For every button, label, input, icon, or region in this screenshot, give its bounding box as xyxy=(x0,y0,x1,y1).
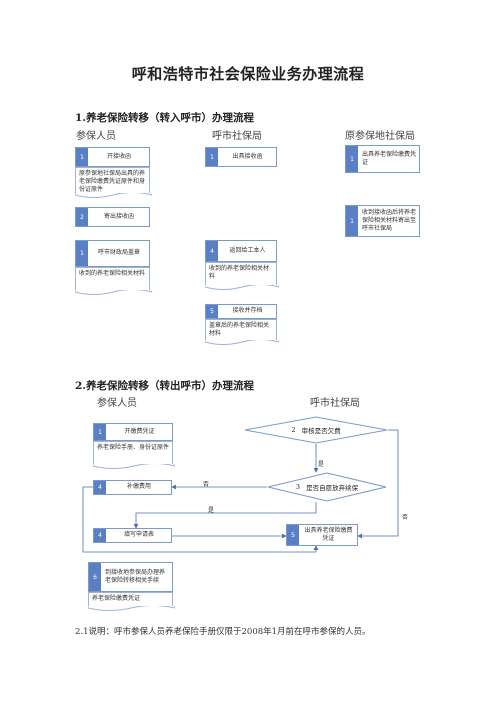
step-label: 寄出接收函 xyxy=(103,212,134,220)
s1-step-send-letter: 2 寄出接收函 xyxy=(75,207,150,227)
section2-heading: 2.养老保险转移（转出呼市）办理流程 xyxy=(75,380,254,392)
s1-step-origin-issue-cert: 1 出具养老保险缴费凭证 xyxy=(345,145,420,173)
s2-doc-payment-cert: 养老保险缴费凭证 xyxy=(88,592,175,611)
s2-step-issue-payment-cert: 1 开缴费凭证 xyxy=(93,423,173,441)
step-number: 1 xyxy=(206,148,218,166)
s2-edge-label-no: 否 xyxy=(203,481,210,488)
document-text: 原参保地社保局出具的养老保险缴费凭证原件和身份证原件 xyxy=(79,170,146,194)
doc-wave xyxy=(75,290,152,295)
decision-number: 3 xyxy=(295,483,301,491)
s2-step-fill-form: 4 填写申请表 xyxy=(93,528,172,543)
doc-wave xyxy=(93,464,175,469)
step-label: 呼市财政局盖章 xyxy=(97,249,140,257)
s2-doc-handbook-id: 养老保险手册、身份证原件 xyxy=(93,441,175,469)
s2-decision-give-up-shape xyxy=(267,472,387,502)
s2-step-pay-arrears: 4 补缴费用 xyxy=(93,480,172,495)
step-label: 收到接收函后将养老保险相关材料寄出至呼市社保局 xyxy=(362,208,417,233)
s1-doc-received-materials: 收到的养老保险相关材料 xyxy=(75,267,152,295)
s1-doc-stamped-materials: 盖章后的养老保险相关材料 xyxy=(205,319,279,345)
document-text: 养老保险手册、身份证原件 xyxy=(97,444,170,451)
step-label: 返回给工本人 xyxy=(229,246,266,254)
step-label: 出具养老保险缴费凭证 xyxy=(362,150,417,166)
s2-lane-insured: 参保人员 xyxy=(97,398,137,409)
page-title: 呼和浩特市社会保险业务办理流程 xyxy=(131,65,365,83)
s2-step-transfer-procedure: 6 到接收地参保局办理养老保险转移相关手续 xyxy=(88,562,173,592)
s1-step-archive: 5 接收并存档 xyxy=(205,304,277,319)
step-number: 4 xyxy=(94,481,106,494)
document-text: 养老保险缴费凭证 xyxy=(92,595,141,602)
decision-label: 审核是否欠费 xyxy=(301,427,341,435)
s1-lane-insured: 参保人员 xyxy=(76,131,116,142)
s1-lane-origin-bureau: 原参保地社保局 xyxy=(345,131,415,142)
s2-edge-label-yes: 是 xyxy=(208,507,215,514)
s2-edge-label-yes: 是 xyxy=(318,461,325,468)
step-number: 4 xyxy=(206,241,218,261)
s1-step-origin-send-materials: 1 收到接收函后将养老保险相关材料寄出至呼市社保局 xyxy=(345,205,420,237)
step-number: 1 xyxy=(76,148,88,166)
step-label: 出具接收函 xyxy=(232,152,263,160)
doc-wave xyxy=(75,193,152,198)
document-text: 收到的养老保险相关材料 xyxy=(209,265,270,281)
step-number: 4 xyxy=(94,529,106,542)
s2-decision-arrears: 2 审核是否欠费 xyxy=(244,416,388,444)
s1-doc-received-materials-city: 收到的养老保险相关材料 xyxy=(205,262,279,290)
step-number: 1 xyxy=(346,206,358,236)
section1-heading: 1.养老保险转移（转入呼市）办理流程 xyxy=(75,112,254,124)
doc-wave xyxy=(205,285,279,290)
step-number: 6 xyxy=(89,563,101,591)
step-label: 开接收函 xyxy=(106,152,131,160)
step-number: 5 xyxy=(206,305,218,318)
s2-lane-city-bureau: 呼市社保局 xyxy=(310,398,360,409)
s1-step-city-issue-letter: 1 出具接收函 xyxy=(205,147,277,167)
step-label: 开缴费凭证 xyxy=(124,427,155,435)
s2-decision-arrears-shape xyxy=(244,416,388,444)
step-label: 填写申请表 xyxy=(123,531,154,539)
decision-label: 是否自愿放弃续保 xyxy=(306,484,359,492)
step-label: 补缴费用 xyxy=(126,483,151,491)
doc-wave xyxy=(205,340,279,345)
step-number: 5 xyxy=(287,525,299,545)
step-label: 接收并存档 xyxy=(232,307,263,315)
s2-decision-give-up: 3 是否自愿放弃续保 xyxy=(267,472,387,502)
doc-wave xyxy=(88,606,175,611)
s2-edge-label-no: 否 xyxy=(402,514,409,521)
step-label: 到接收地参保局办理养老保险转移相关手续 xyxy=(105,568,166,584)
step-number: 1 xyxy=(76,241,88,266)
step-number: 2 xyxy=(76,208,88,226)
document-text: 盖章后的养老保险相关材料 xyxy=(209,322,270,338)
step-label: 出具养老保险缴费凭证 xyxy=(304,526,353,542)
s1-doc-certificate: 原参保地社保局出具的养老保险缴费凭证原件和身份证原件 xyxy=(75,167,152,198)
s1-step-issue-letter: 1 开接收函 xyxy=(75,147,150,167)
document-text: 收到的养老保险相关材料 xyxy=(79,270,146,277)
step-number: 1 xyxy=(346,146,358,172)
footnote: 2.1说明：呼市参保人员养老保险手册仅限于2008年1月前在呼市参保的人员。 xyxy=(75,627,371,637)
decision-number: 2 xyxy=(291,426,296,434)
s1-lane-city-bureau: 呼市社保局 xyxy=(212,131,262,142)
step-number: 1 xyxy=(94,424,106,440)
s1-step-finance-stamp: 1 呼市财政局盖章 xyxy=(75,240,150,267)
s2-step-issue-insurance-cert: 5 出具养老保险缴费凭证 xyxy=(286,524,358,546)
s1-step-return-to-person: 4 返回给工本人 xyxy=(205,240,277,262)
